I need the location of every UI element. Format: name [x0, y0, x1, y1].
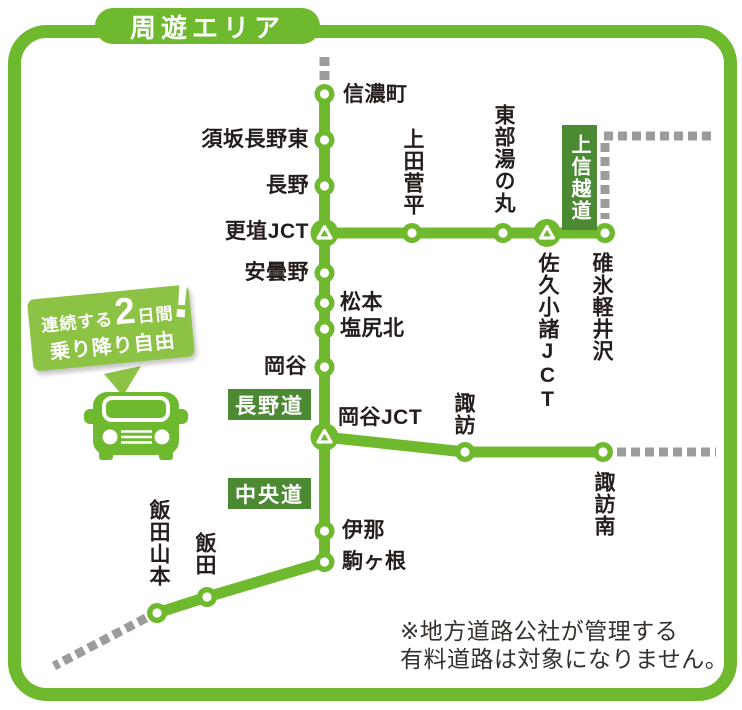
map-title-badge: 周遊エリア: [95, 8, 320, 44]
map-footnote: ※地方道路公社が管理する 有料道路は対象になりません。: [400, 617, 728, 673]
footnote-line1: ※地方道路公社が管理する: [400, 618, 679, 644]
ic-label-suwaminami: 諏訪南: [592, 471, 615, 537]
ic-label-okaya: 岡谷: [264, 355, 307, 378]
jct-marker-sakukomoro: [531, 217, 563, 249]
ic-marker-iidayamamoto: [147, 603, 167, 623]
map-frame-border: [8, 25, 737, 701]
ic-marker-azumino: [314, 263, 335, 283]
iida-line: [155, 556, 327, 619]
ic-label-suwa: 諏訪: [452, 392, 475, 436]
ic-label-nagano: 長野: [266, 174, 309, 197]
continuation-dashes: [51, 57, 716, 670]
road-badge-joshinetsu: 上信越道: [562, 125, 597, 230]
ic-marker-ina: [314, 521, 335, 541]
ic-label-uedasugadaira: 上田菅平: [401, 128, 424, 216]
ic-marker-komagane: [314, 552, 335, 572]
road-badge-naganodo: 長野道: [228, 389, 311, 420]
ic-marker-usuikaruizawa: [595, 223, 615, 243]
ic-label-shiojirikita: 塩尻北: [340, 317, 405, 340]
ic-label-shinanomachi: 信濃町: [343, 83, 408, 106]
ic-marker-uedasugadaira: [402, 223, 422, 243]
ic-label-matsumoto: 松本: [340, 291, 383, 314]
footnote-line2: 有料道路は対象になりません。: [400, 646, 729, 672]
ic-marker-nagano: [314, 176, 335, 196]
car-icon: [84, 392, 188, 460]
jct-marker-koshoku: [308, 217, 341, 249]
ic-marker-suwa: [455, 442, 475, 462]
ic-label-tobuyunomaru: 東部湯の丸: [492, 104, 515, 214]
ic-label-sakukomorojct: 佐久小諸JCT: [536, 252, 559, 412]
ic-label-koshokujct: 更埴JCT: [224, 220, 309, 243]
ic-label-suzakanaganohigashi: 須坂長野東: [201, 128, 309, 151]
ic-marker-suzakanaganohigashi: [314, 130, 335, 150]
ic-label-komagane: 駒ヶ根: [342, 550, 407, 573]
map-title: 周遊エリア: [129, 12, 285, 43]
ic-label-iida: 飯田: [193, 532, 216, 576]
ic-marker-tobuyunomaru: [493, 223, 513, 243]
jct-marker-okaya: [308, 421, 341, 453]
ic-label-azumino: 安曇野: [244, 261, 309, 284]
promo-line1-suffix: 日間: [136, 303, 175, 327]
ic-marker-shiojirikita: [314, 319, 335, 339]
ic-marker-iida: [197, 587, 217, 607]
road-badge-chuodo: 中央道: [228, 478, 311, 509]
ic-label-okayajct: 岡谷JCT: [338, 406, 423, 429]
exclamation-icon: !: [169, 264, 195, 331]
ic-label-iidayamamoto: 飯田山本: [147, 499, 170, 587]
ic-label-ina: 伊那: [342, 519, 385, 542]
ic-marker-suwaminami: [593, 442, 613, 462]
dash-iida-southwest: [51, 614, 149, 670]
ic-marker-okaya: [314, 357, 335, 377]
ic-marker-shinanomachi: [314, 84, 335, 104]
promo-bubble-tail: [104, 366, 141, 396]
promo-line1-number: 2: [112, 289, 137, 333]
ic-label-usuikaruizawa: 碓氷軽井沢: [590, 252, 613, 362]
ic-marker-matsumoto: [314, 293, 335, 313]
